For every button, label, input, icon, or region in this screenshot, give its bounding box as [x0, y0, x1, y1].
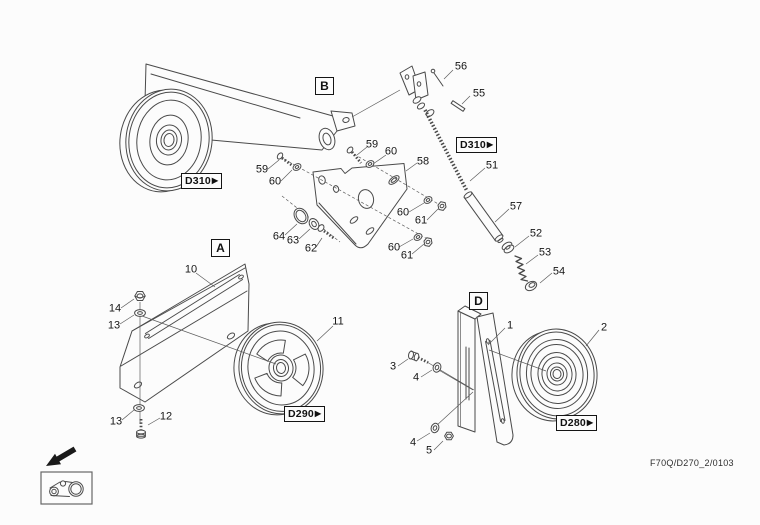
part-callout-51-2: 51 [485, 159, 499, 172]
section-label-d: D [469, 292, 488, 310]
tension-rod-assembly [351, 65, 538, 292]
figure-code: F70Q/D270_2/0103 [650, 458, 734, 468]
ref-label-d310-pulley: D310▶ [181, 173, 223, 189]
part-callout-61-13: 61 [414, 214, 428, 227]
part-callout-56-0: 56 [454, 60, 468, 73]
part-callout-60-10: 60 [384, 145, 398, 158]
arrow-right-icon: ▶ [586, 418, 594, 427]
ref-label-d290: D290▶ [284, 406, 326, 422]
part-callout-52-4: 52 [529, 227, 543, 240]
tensioner-bracket-assembly [408, 305, 598, 446]
part-callout-12-23: 12 [159, 410, 173, 423]
ref-label-d280: D280▶ [556, 415, 598, 431]
part-callout-59-9: 59 [365, 138, 379, 151]
part-callout-54-6: 54 [552, 265, 566, 278]
belt-diagram-icon [40, 471, 93, 505]
arrow-right-icon: ▶ [486, 140, 494, 149]
rail-pulley-assembly [119, 263, 324, 439]
part-callout-58-11: 58 [416, 155, 430, 168]
part-callout-60-8: 60 [268, 175, 282, 188]
ref-label-d310-rod: D310▶ [456, 137, 498, 153]
part-callout-57-3: 57 [509, 200, 523, 213]
section-label-a: A [211, 239, 230, 257]
callout-leader-lines [119, 69, 600, 451]
arrow-right-icon: ▶ [211, 176, 219, 185]
mount-bracket-assembly [276, 146, 447, 249]
section-letter: D [474, 294, 483, 308]
part-callout-5-30: 5 [425, 444, 433, 457]
pointer-arrow-icon [46, 446, 77, 466]
idler-pulley-d310 [119, 88, 213, 193]
section-letter: A [216, 241, 225, 255]
grooved-pulley-d280 [511, 328, 598, 422]
part-callout-3-27: 3 [389, 360, 397, 373]
part-callout-14-20: 14 [108, 302, 122, 315]
part-callout-62-18: 62 [304, 242, 318, 255]
section-label-b: B [315, 77, 334, 95]
idler-arm-assembly [119, 63, 356, 193]
part-callout-63-17: 63 [286, 234, 300, 247]
part-callout-2-26: 2 [600, 321, 608, 334]
part-callout-1-25: 1 [506, 319, 514, 332]
part-callout-4-28: 4 [412, 371, 420, 384]
arrow-right-icon: ▶ [314, 409, 322, 418]
part-callout-13-22: 13 [109, 415, 123, 428]
part-callout-4-29: 4 [409, 436, 417, 449]
part-callout-60-14: 60 [387, 241, 401, 254]
part-callout-13-21: 13 [107, 319, 121, 332]
part-callout-59-7: 59 [255, 163, 269, 176]
part-callout-53-5: 53 [538, 246, 552, 259]
part-callout-10-19: 10 [184, 263, 198, 276]
part-callout-61-15: 61 [400, 249, 414, 262]
section-letter: B [320, 79, 329, 93]
part-callout-55-1: 55 [472, 87, 486, 100]
part-callout-11-24: 11 [332, 315, 344, 328]
part-callout-60-12: 60 [396, 206, 410, 219]
spoked-pulley-d290 [233, 321, 324, 416]
belt-location-legend [40, 446, 93, 505]
part-callout-64-16: 64 [272, 230, 286, 243]
